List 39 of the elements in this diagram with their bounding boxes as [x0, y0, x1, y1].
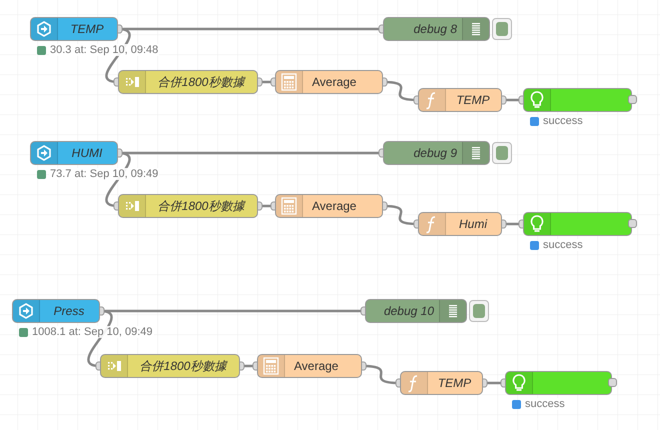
status-text: 1008.1 at: Sep 10, 09:49 — [31, 326, 154, 338]
join-node — [118, 70, 258, 94]
debug-node — [383, 141, 490, 165]
debug-node — [365, 299, 467, 323]
function-node — [418, 88, 502, 112]
node-label: TEMP — [69, 21, 105, 38]
node-label: TEMP — [436, 375, 472, 392]
node-label: 合併1800秒數據 — [138, 358, 229, 375]
status-text: 30.3 at: Sep 10, 09:48 — [49, 44, 160, 56]
node-label: Average — [311, 74, 358, 91]
inject-node — [12, 299, 100, 323]
function-node — [418, 212, 502, 236]
status-text: success — [542, 239, 584, 251]
node-label: debug 9 — [412, 145, 457, 162]
node-label: 合併1800秒數據 — [156, 198, 247, 215]
node-label: HUMI — [70, 145, 104, 162]
status-text: success — [524, 398, 566, 410]
average-node — [275, 70, 383, 94]
notify-node — [505, 371, 612, 395]
node-label: debug 10 — [382, 303, 434, 320]
node-label: 合併1800秒數據 — [156, 74, 247, 91]
function-node — [400, 371, 483, 395]
node-label: Press — [52, 303, 86, 320]
node-label: Humi — [458, 216, 488, 233]
join-node — [100, 354, 240, 378]
inject-node — [30, 141, 118, 165]
average-node — [257, 354, 362, 378]
node-label: Average — [311, 198, 358, 215]
node-label: debug 8 — [412, 21, 457, 38]
notify-node — [523, 212, 632, 236]
inject-node — [30, 17, 118, 41]
debug-node — [383, 17, 490, 41]
notify-node — [523, 88, 632, 112]
status-text: success — [542, 115, 584, 127]
node-label: Average — [293, 358, 340, 375]
status-text: 73.7 at: Sep 10, 09:49 — [49, 168, 160, 180]
node-label: TEMP — [455, 92, 491, 109]
join-node — [118, 194, 258, 218]
average-node — [275, 194, 383, 218]
